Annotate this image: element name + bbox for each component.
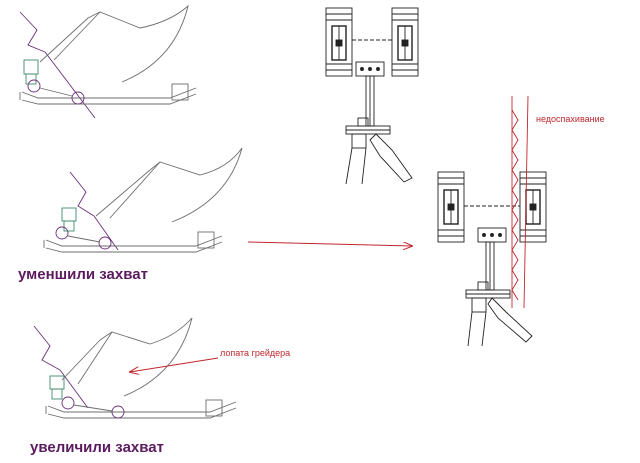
hinge-block — [23, 59, 39, 75]
blade-sketch-bottom — [33, 317, 237, 419]
blade-plan — [369, 133, 413, 183]
caption-increased-width: увеличили захват — [30, 439, 164, 456]
blade-curve — [99, 317, 193, 397]
underplowing-zone — [511, 95, 529, 309]
blade-sketch-middle — [43, 147, 243, 253]
tractor-plan-bottom — [437, 171, 547, 347]
wheel-right — [519, 171, 547, 243]
hinge-block — [49, 375, 65, 390]
arrow-transition — [247, 241, 412, 246]
tractor-plan-top — [325, 7, 419, 185]
guide-line — [69, 171, 95, 217]
blade-sketch-top — [19, 4, 197, 119]
wheel-right — [391, 7, 419, 77]
hinge-block — [61, 207, 77, 222]
label-grader-blade: лопата грейдера — [220, 348, 290, 358]
blade-curve — [87, 4, 189, 83]
wheel-left — [325, 7, 353, 77]
arrow-grader-blade — [130, 357, 219, 372]
wheel-left — [437, 171, 465, 243]
blade-curve — [149, 147, 243, 223]
label-underplowing: недоспахивание — [536, 114, 605, 124]
guide-line — [33, 325, 61, 371]
caption-reduced-width: уменшили захват — [18, 266, 148, 283]
guide-line — [19, 11, 46, 53]
blade-plan — [487, 297, 533, 343]
